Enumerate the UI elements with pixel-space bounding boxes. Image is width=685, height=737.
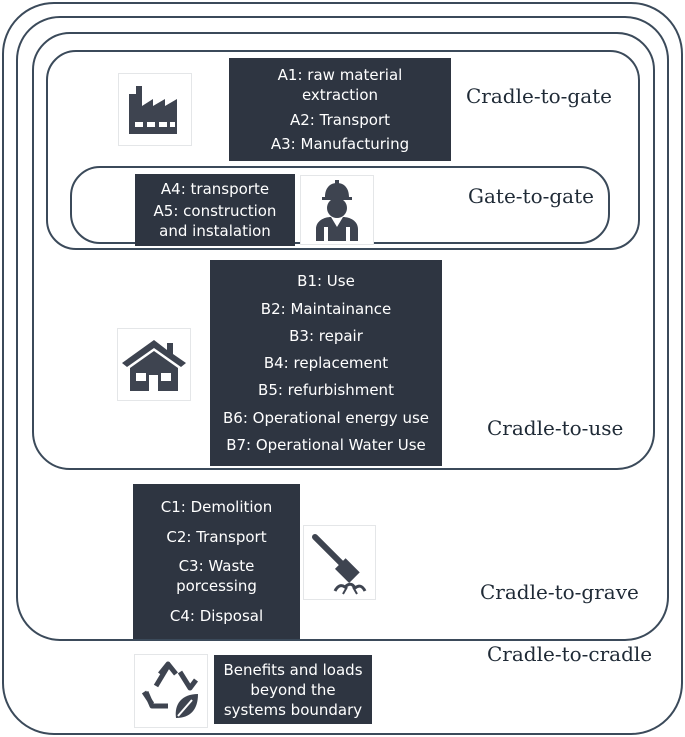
label-cradle-to-use: Cradle-to-use <box>487 416 624 440</box>
label-cradle-to-grave: Cradle-to-grave <box>480 580 639 604</box>
stage-c4: C4: Disposal <box>169 606 264 625</box>
hammer-icon-tile <box>303 525 376 600</box>
stage-b1: B1: Use <box>297 272 355 291</box>
stage-a1: A1: raw material extraction <box>277 66 403 105</box>
stage-a2: A2: Transport <box>289 110 390 129</box>
stage-b3: B3: repair <box>289 326 363 345</box>
label-gate-to-gate: Gate-to-gate <box>468 184 594 208</box>
factory-icon-tile <box>118 73 192 146</box>
recycle-icon-tile <box>134 654 208 728</box>
stage-a3: A3: Manufacturing <box>270 134 410 153</box>
house-icon-tile <box>117 328 191 401</box>
stage-b5: B5: refurbishment <box>258 381 394 400</box>
stage-b6: B6: Operational energy use <box>222 408 429 427</box>
stage-c2: C2: Transport <box>166 527 267 546</box>
stage-d: Benefits and loads beyond the systems bo… <box>223 660 363 719</box>
demolition-hammer-icon <box>311 533 366 594</box>
factory-icon <box>129 85 177 134</box>
stage-c1: C1: Demolition <box>160 498 273 517</box>
stage-c3: C3: Waste porcessing <box>176 557 257 596</box>
stage-b2: B2: Maintainance <box>260 299 392 318</box>
construction-worker-icon <box>316 180 358 241</box>
worker-icon-tile <box>300 175 374 245</box>
stage-box-c: C1: Demolition C2: Transport C3: Waste p… <box>133 484 300 639</box>
stage-box-a4-a5: A4: transporte A5: construction and inst… <box>135 174 295 246</box>
stage-box-a1-a3: A1: raw material extraction A2: Transpor… <box>229 58 451 161</box>
stage-box-b: B1: Use B2: Maintainance B3: repair B4: … <box>210 260 442 466</box>
stage-box-d: Benefits and loads beyond the systems bo… <box>214 655 372 724</box>
label-cradle-to-cradle: Cradle-to-cradle <box>487 642 653 666</box>
ring-cradle-to-grave <box>16 16 669 641</box>
stage-a5: A5: construction and instalation <box>153 202 277 241</box>
ring-cradle-to-use <box>32 32 655 470</box>
stage-b7: B7: Operational Water Use <box>226 435 426 454</box>
label-cradle-to-gate: Cradle-to-gate <box>466 84 613 108</box>
ring-cradle-to-gate <box>46 50 640 250</box>
stage-b4: B4: replacement <box>263 354 389 372</box>
stage-a4: A4: transporte <box>160 179 270 198</box>
house-icon <box>122 339 186 391</box>
recycle-leaf-icon <box>141 661 198 718</box>
